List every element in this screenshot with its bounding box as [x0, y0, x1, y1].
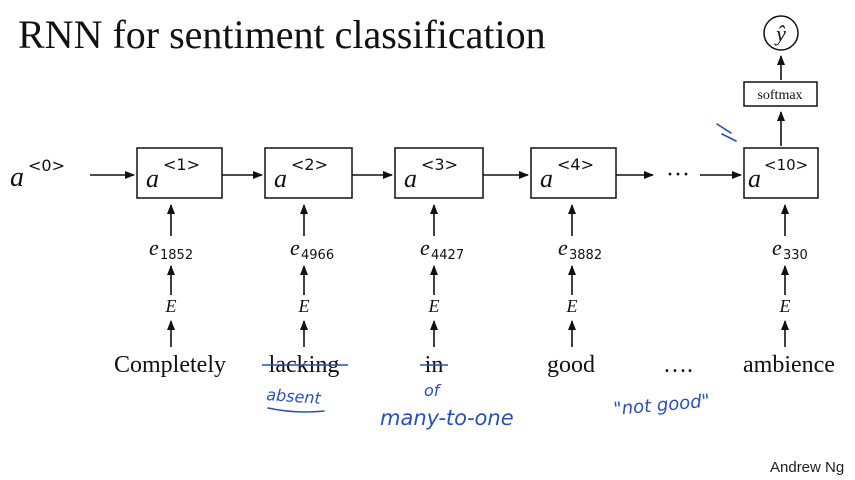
handwritten-underline: [267, 407, 325, 413]
input-word-4: good: [547, 352, 595, 378]
softmax-box: softmax: [743, 81, 818, 107]
activation-node-3: a <3>: [394, 147, 484, 199]
output-node: ŷ: [763, 15, 799, 51]
activation-superscript: <10>: [764, 156, 808, 174]
embedding-symbol: e: [420, 235, 430, 260]
slide-title: RNN for sentiment classification: [18, 12, 546, 57]
embedding-matrix-label: E: [165, 296, 177, 316]
embedding-column-10: e 330 E: [772, 204, 808, 347]
initial-activation-symbol: a: [10, 162, 24, 193]
initial-activation-superscript: <0>: [28, 156, 65, 175]
embedding-matrix-label: E: [566, 296, 578, 316]
softmax-label: softmax: [757, 88, 802, 103]
embedding-column-1: e 1852 E: [149, 204, 193, 347]
handwritten-note-many-to-one: many-to-one: [380, 406, 514, 430]
author-credit: Andrew Ng: [770, 459, 844, 476]
activation-superscript: <1>: [163, 155, 200, 174]
input-word-10: ambience: [743, 352, 835, 378]
activation-node-10: a <10>: [743, 147, 819, 199]
handwritten-replacement-of: of: [424, 381, 442, 400]
embedding-symbol: e: [290, 235, 300, 260]
embedding-index: 4966: [301, 248, 334, 263]
activation-symbol: a: [404, 164, 417, 193]
input-word-1: Completely: [114, 352, 226, 378]
embedding-column-4: e 3882 E: [558, 204, 602, 347]
handwritten-note-not-good: "not good": [613, 391, 711, 420]
embedding-symbol: e: [558, 235, 568, 260]
embedding-symbol: e: [149, 235, 159, 260]
activation-symbol: a: [748, 164, 761, 193]
activation-symbol: a: [540, 164, 553, 193]
handwritten-replacement-absent: absent: [266, 385, 322, 408]
activation-node-1: a <1>: [136, 147, 223, 199]
handwritten-check-mark: [716, 123, 737, 142]
activation-superscript: <4>: [557, 155, 594, 174]
embedding-index: 4427: [431, 248, 464, 263]
activation-node-2: a <2>: [264, 147, 353, 199]
output-label: ŷ: [774, 21, 786, 46]
embedding-matrix-label: E: [298, 296, 310, 316]
node-ellipsis: ···: [666, 162, 690, 188]
embedding-column-3: e 4427 E: [420, 204, 464, 347]
word-ellipsis: ….: [663, 352, 693, 378]
activation-superscript: <2>: [291, 155, 328, 174]
embedding-index: 3882: [569, 248, 602, 263]
embedding-matrix-label: E: [779, 296, 791, 316]
embedding-column-2: e 4966 E: [290, 204, 334, 347]
activation-symbol: a: [146, 164, 159, 193]
activation-node-4: a <4>: [530, 147, 617, 199]
activation-superscript: <3>: [421, 155, 458, 174]
embedding-symbol: e: [772, 235, 782, 260]
activation-symbol: a: [274, 164, 287, 193]
embedding-index: 330: [783, 248, 808, 263]
embedding-index: 1852: [160, 248, 193, 263]
initial-activation: a <0>: [10, 156, 65, 193]
embedding-matrix-label: E: [428, 296, 440, 316]
